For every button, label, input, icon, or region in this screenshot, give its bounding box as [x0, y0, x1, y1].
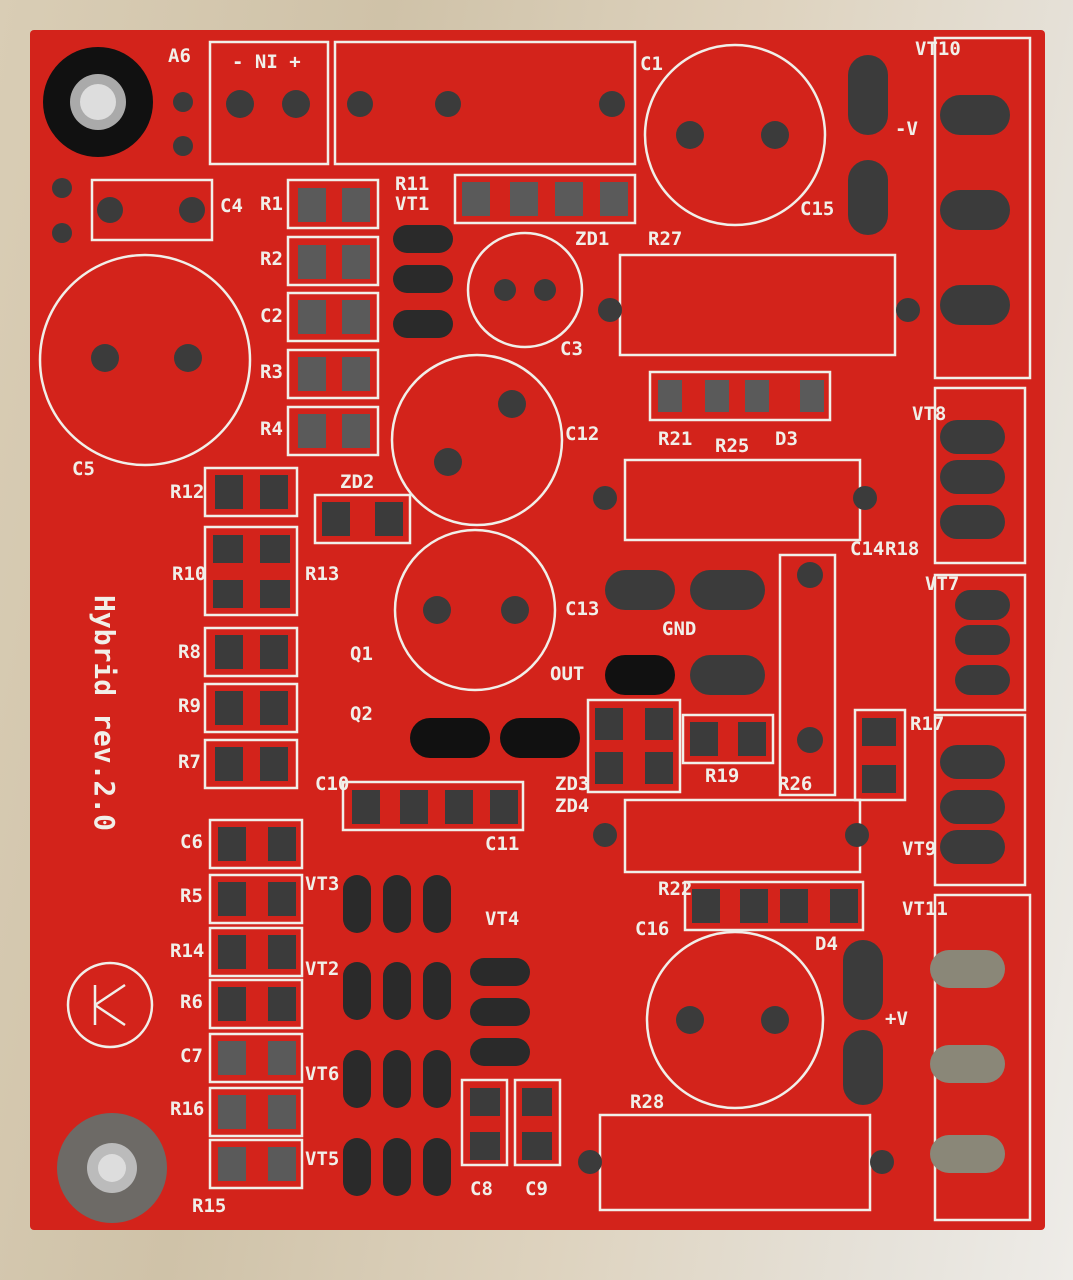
logo-icon — [66, 961, 154, 1049]
label-a6: A6 — [168, 45, 191, 67]
label-vt9: VT9 — [902, 838, 936, 860]
label-c7: C7 — [180, 1045, 203, 1067]
label-r3: R3 — [260, 361, 283, 383]
label-c12: C12 — [565, 423, 599, 445]
label-c11: C11 — [485, 833, 519, 855]
label-r26: R26 — [778, 773, 812, 795]
label-zd3: ZD3 — [555, 773, 589, 795]
label-minus-v: -V — [895, 118, 918, 140]
vias — [52, 92, 920, 1174]
capacitor-c4 — [90, 178, 214, 242]
capacitor-c13 — [393, 528, 557, 692]
label-r6: R6 — [180, 991, 203, 1013]
capacitor-c5 — [38, 253, 252, 467]
label-r7: R7 — [178, 751, 201, 773]
label-r10: R10 — [172, 563, 206, 585]
label-c2: C2 — [260, 305, 283, 327]
label-vt5: VT5 — [305, 1148, 339, 1170]
capacitor-c3 — [466, 231, 584, 349]
label-c14: C14 — [850, 538, 884, 560]
label-vt7: VT7 — [925, 573, 959, 595]
label-c5: C5 — [72, 458, 95, 480]
capacitor-c16 — [645, 930, 825, 1110]
label-zd2: ZD2 — [340, 471, 374, 493]
label-vt10: VT10 — [915, 38, 961, 60]
mounting-hole-bottom — [57, 1113, 167, 1223]
label-c1: C1 — [640, 53, 663, 75]
label-r11: R11 — [395, 173, 429, 195]
label-vt3: VT3 — [305, 873, 339, 895]
label-r21: R21 — [658, 428, 692, 450]
label-vt8: VT8 — [912, 403, 946, 425]
board-title: Hybrid rev.2.0 — [88, 595, 121, 831]
label-r16: R16 — [170, 1098, 204, 1120]
label-r15: R15 — [192, 1195, 226, 1217]
label-r9: R9 — [178, 695, 201, 717]
label-r27: R27 — [648, 228, 682, 250]
label-r19: R19 — [705, 765, 739, 787]
label-c13: C13 — [565, 598, 599, 620]
capacitor-c1 — [333, 40, 637, 166]
label-out: OUT — [550, 663, 584, 685]
label-vt4: VT4 — [485, 908, 519, 930]
label-c8: C8 — [470, 1178, 493, 1200]
label-r1: R1 — [260, 193, 283, 215]
to92-transistors — [343, 225, 530, 1196]
label-plus-v: +V — [885, 1008, 908, 1030]
label-c10: C10 — [315, 773, 349, 795]
label-r22: R22 — [658, 878, 692, 900]
label-r28: R28 — [630, 1091, 664, 1113]
label-c9: C9 — [525, 1178, 548, 1200]
label-vt11: VT11 — [902, 898, 948, 920]
label-r4: R4 — [260, 418, 283, 440]
label-c4: C4 — [220, 195, 243, 217]
label-zd4: ZD4 — [555, 795, 589, 817]
label-r18: R18 — [885, 538, 919, 560]
input-connector — [208, 40, 330, 166]
label-c16: C16 — [635, 918, 669, 940]
label-r14: R14 — [170, 940, 204, 962]
label-r25: R25 — [715, 435, 749, 457]
label-c3: C3 — [560, 338, 583, 360]
label-gnd: GND — [662, 618, 696, 640]
label-q1: Q1 — [350, 643, 373, 665]
label-r8: R8 — [178, 641, 201, 663]
smd-pads — [203, 173, 907, 1190]
label-d4: D4 — [815, 933, 838, 955]
label-c6: C6 — [180, 831, 203, 853]
capacitor-c15 — [643, 43, 827, 227]
label-zd1: ZD1 — [575, 228, 609, 250]
capacitor-c12 — [390, 353, 564, 527]
mounting-hole-top — [43, 47, 153, 157]
label-ni: - NI + — [232, 51, 301, 73]
label-c15: C15 — [800, 198, 834, 220]
label-q2: Q2 — [350, 703, 373, 725]
label-r17: R17 — [910, 713, 944, 735]
label-r2: R2 — [260, 248, 283, 270]
label-r5: R5 — [180, 885, 203, 907]
label-r12: R12 — [170, 481, 204, 503]
label-vt6: VT6 — [305, 1063, 339, 1085]
silkscreen-labels: A6 - NI + C1 VT10 -V C4 R1 R11 VT1 ZD1 C… — [72, 38, 961, 1217]
label-vt2: VT2 — [305, 958, 339, 980]
label-d3: D3 — [775, 428, 798, 450]
label-r13: R13 — [305, 563, 339, 585]
label-vt1: VT1 — [395, 193, 429, 215]
